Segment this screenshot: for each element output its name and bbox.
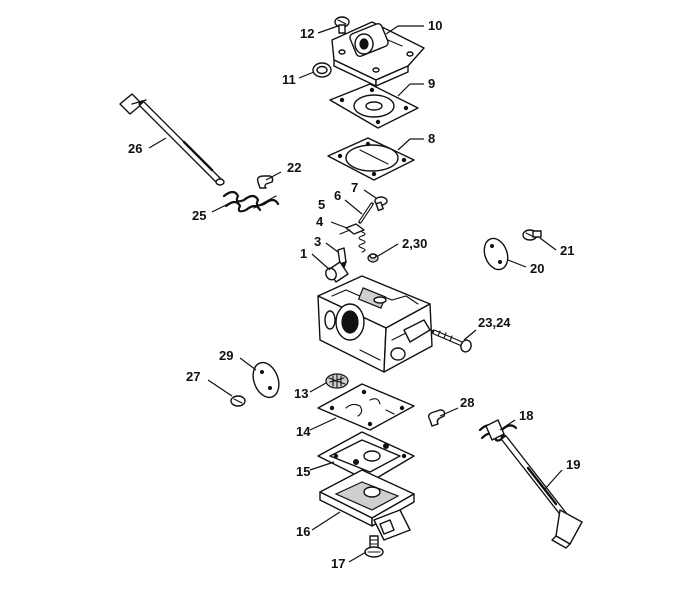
callout-23-24: 23,24 <box>478 315 511 330</box>
part-15-diaphragm <box>317 431 415 483</box>
part-11-o-ring <box>312 62 332 78</box>
callout-16: 16 <box>296 524 310 539</box>
callout-9: 9 <box>428 76 435 91</box>
callout-11: 11 <box>282 72 296 87</box>
part-12-screw <box>334 16 350 34</box>
part-2-30-plug <box>367 253 379 263</box>
carburetor-body <box>317 275 433 373</box>
callout-10: 10 <box>428 18 442 33</box>
part-27-screw <box>230 395 246 407</box>
part-14-gasket <box>317 383 415 431</box>
part-21-screw <box>522 229 542 241</box>
callout-15: 15 <box>296 464 310 479</box>
part-26-shaft <box>119 93 225 186</box>
part-4-spring <box>358 231 366 253</box>
callout-26: 26 <box>128 141 142 156</box>
callout-17: 17 <box>331 556 345 571</box>
callout-3: 3 <box>314 234 321 249</box>
part-9-diaphragm <box>329 83 419 129</box>
callout-29: 29 <box>219 348 233 363</box>
callout-18: 18 <box>519 408 533 423</box>
part-17-screw <box>364 535 384 558</box>
leader-lines <box>148 25 563 563</box>
callout-20: 20 <box>530 261 544 276</box>
callout-13: 13 <box>294 386 308 401</box>
callout-28: 28 <box>460 395 474 410</box>
callout-6: 6 <box>334 188 341 203</box>
part-29-shutter <box>252 361 280 399</box>
part-20-shutter <box>483 237 509 271</box>
part-7-screw <box>374 196 388 212</box>
callout-14: 14 <box>296 424 311 439</box>
callout-1: 1 <box>300 246 307 261</box>
part-16-cover <box>319 469 415 541</box>
part-10-cover <box>331 21 425 87</box>
part-13-strainer <box>325 373 349 389</box>
part-6-pin <box>358 202 374 224</box>
part-18-spring <box>478 419 518 442</box>
part-23-24-adjusting-screw <box>431 329 472 353</box>
part-5-lever <box>339 223 365 235</box>
part-1-plug <box>325 261 349 283</box>
callout-25: 25 <box>192 208 206 223</box>
callout-labels: 12 10 11 9 8 26 22 7 6 5 25 4 3 2,30 1 2… <box>128 18 580 571</box>
callout-5: 5 <box>318 197 325 212</box>
part-25-spring <box>222 190 280 213</box>
part-8-gasket <box>327 137 415 181</box>
callout-4: 4 <box>316 214 324 229</box>
callout-27: 27 <box>186 369 200 384</box>
callout-21: 21 <box>560 243 574 258</box>
part-19-shaft <box>500 434 583 549</box>
callout-22: 22 <box>287 160 301 175</box>
part-28-clip <box>427 409 446 427</box>
callout-7: 7 <box>351 180 358 195</box>
callout-8: 8 <box>428 131 435 146</box>
callout-2-30: 2,30 <box>402 236 427 251</box>
callout-12: 12 <box>300 26 314 41</box>
callout-19: 19 <box>566 457 580 472</box>
